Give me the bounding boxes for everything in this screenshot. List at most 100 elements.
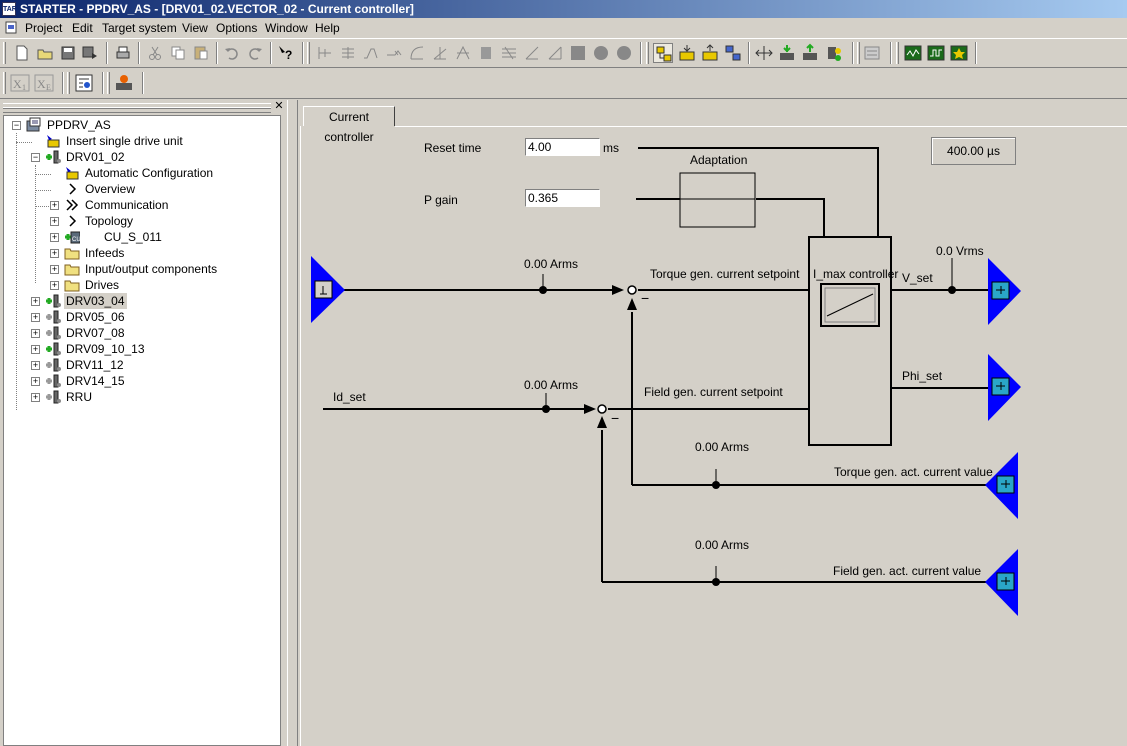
document-icon[interactable] bbox=[5, 21, 18, 34]
trace-icon[interactable] bbox=[903, 43, 923, 63]
drive-offline-icon bbox=[46, 374, 61, 388]
toolbar-gripper[interactable] bbox=[857, 42, 860, 64]
menu-edit[interactable]: Edit bbox=[72, 21, 93, 35]
reset-time-field[interactable]: 4.00 bbox=[525, 138, 600, 156]
toolbar-gripper[interactable] bbox=[646, 42, 649, 64]
adaptation-block[interactable] bbox=[679, 172, 756, 228]
block-1-icon[interactable] bbox=[315, 43, 335, 63]
copy-icon[interactable] bbox=[168, 43, 188, 63]
device-icon[interactable] bbox=[114, 73, 134, 93]
toolbar-separator bbox=[106, 42, 108, 64]
load-to-target-icon[interactable] bbox=[700, 43, 720, 63]
tree-expander[interactable]: + bbox=[31, 360, 40, 370]
id-set-label: Id_set bbox=[333, 390, 366, 404]
drive-online-icon bbox=[46, 342, 61, 356]
load-to-pg-icon[interactable] bbox=[677, 43, 697, 63]
new-icon[interactable] bbox=[12, 43, 32, 63]
tree-expander[interactable]: + bbox=[50, 280, 59, 290]
circle-2-icon[interactable] bbox=[614, 43, 634, 63]
folder-icon bbox=[64, 264, 80, 276]
tree-expander[interactable]: + bbox=[50, 200, 59, 210]
tab-current-controller[interactable]: Current controller bbox=[303, 106, 395, 144]
circle-icon[interactable] bbox=[591, 43, 611, 63]
paste-icon[interactable] bbox=[191, 43, 211, 63]
menu-options[interactable]: Options bbox=[216, 21, 258, 35]
tree-line bbox=[35, 165, 36, 283]
target-3-icon[interactable] bbox=[824, 43, 844, 63]
drive-online-icon bbox=[46, 150, 61, 164]
target-1-icon[interactable] bbox=[777, 43, 797, 63]
help-icon[interactable]: ? bbox=[276, 43, 296, 63]
block-5-icon[interactable] bbox=[407, 43, 427, 63]
square-icon[interactable] bbox=[568, 43, 588, 63]
function-gen-icon[interactable] bbox=[926, 43, 946, 63]
tree-item-label: DRV11_12 bbox=[66, 358, 124, 372]
block-6-icon[interactable] bbox=[430, 43, 450, 63]
tree-expander[interactable]: + bbox=[50, 264, 59, 274]
menu-project[interactable]: Project bbox=[25, 21, 63, 35]
adaptation-label: Adaptation bbox=[690, 153, 748, 167]
tree-expander[interactable]: + bbox=[31, 344, 40, 354]
torque-actual-value: 0.00 Arms bbox=[695, 440, 750, 454]
block-8-icon[interactable] bbox=[476, 43, 496, 63]
field-actual-input-connector[interactable] bbox=[985, 549, 1018, 616]
tree-line bbox=[35, 174, 51, 175]
tree-expander[interactable]: + bbox=[31, 312, 40, 322]
close-icon[interactable]: ✕ bbox=[274, 100, 284, 112]
toolbar-gripper[interactable] bbox=[307, 42, 310, 64]
menu-help[interactable]: Help bbox=[315, 21, 340, 35]
info-icon[interactable] bbox=[74, 73, 94, 93]
p-gain-field[interactable]: 0.365 bbox=[525, 189, 600, 207]
cut-icon[interactable] bbox=[145, 43, 165, 63]
torque-setpoint-input-connector[interactable] bbox=[311, 256, 345, 323]
tree-expander[interactable]: + bbox=[50, 216, 59, 226]
online-icon[interactable] bbox=[653, 43, 673, 63]
toolbar-gripper[interactable] bbox=[3, 42, 6, 64]
redo-icon[interactable] bbox=[245, 43, 265, 63]
tree-expander[interactable]: + bbox=[31, 296, 40, 306]
print-icon[interactable] bbox=[113, 43, 133, 63]
main-toolbar: ? bbox=[0, 39, 1127, 68]
controller-block[interactable] bbox=[808, 236, 892, 446]
toolbar-gripper[interactable] bbox=[107, 72, 110, 94]
block-7-icon[interactable] bbox=[453, 43, 473, 63]
diagnostics-icon[interactable] bbox=[862, 43, 882, 63]
block-3-icon[interactable] bbox=[361, 43, 381, 63]
navigator-header-bar[interactable] bbox=[3, 103, 271, 113]
block-2-icon[interactable] bbox=[338, 43, 358, 63]
tree-expander[interactable]: + bbox=[31, 376, 40, 386]
tree-expander[interactable]: + bbox=[50, 232, 59, 242]
tree-expander[interactable]: + bbox=[31, 392, 40, 402]
toolbar-separator bbox=[216, 42, 218, 64]
save-icon[interactable] bbox=[58, 43, 78, 63]
save-compile-icon[interactable] bbox=[80, 43, 100, 63]
tree-item-label: DRV05_06 bbox=[66, 310, 125, 324]
tree-expander[interactable]: − bbox=[12, 120, 21, 130]
target-2-icon[interactable] bbox=[800, 43, 820, 63]
block-9-icon[interactable] bbox=[499, 43, 519, 63]
toolbar-gripper[interactable] bbox=[67, 72, 70, 94]
menu-view[interactable]: View bbox=[182, 21, 208, 35]
v-set-output-connector[interactable] bbox=[988, 258, 1021, 325]
panel-splitter[interactable] bbox=[287, 100, 297, 746]
measure-icon[interactable] bbox=[949, 43, 969, 63]
connect-icon[interactable] bbox=[754, 43, 774, 63]
block-4-icon[interactable] bbox=[384, 43, 404, 63]
open-icon[interactable] bbox=[35, 43, 55, 63]
tree-expander[interactable]: − bbox=[31, 152, 40, 162]
phi-set-output-connector[interactable] bbox=[988, 354, 1021, 421]
toolbar-gripper[interactable] bbox=[3, 72, 6, 94]
undo-icon[interactable] bbox=[222, 43, 242, 63]
block-11-icon[interactable] bbox=[545, 43, 565, 63]
menu-window[interactable]: Window bbox=[265, 21, 308, 35]
tree-expander[interactable]: + bbox=[31, 328, 40, 338]
copy-ram-rom-icon[interactable] bbox=[723, 43, 743, 63]
torque-actual-input-connector[interactable] bbox=[985, 452, 1018, 519]
toolbar-gripper[interactable] bbox=[896, 42, 899, 64]
app-icon: TAR bbox=[2, 2, 17, 16]
menu-target-system[interactable]: Target system bbox=[102, 21, 177, 35]
tree-expander[interactable]: + bbox=[50, 248, 59, 258]
block-10-icon[interactable] bbox=[522, 43, 542, 63]
